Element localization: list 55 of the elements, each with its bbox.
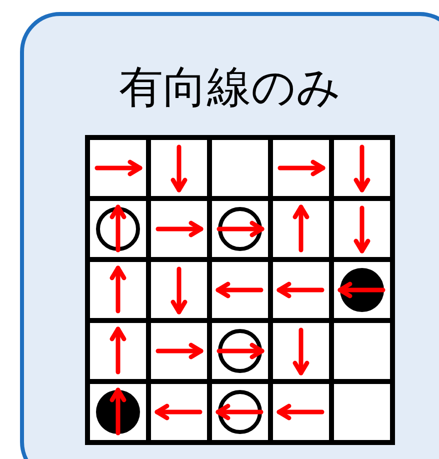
arrow [156, 222, 204, 236]
ring-marker [96, 207, 140, 251]
arrow [111, 265, 125, 313]
arrow [276, 283, 324, 297]
grid-cell [151, 384, 207, 440]
arrow [95, 161, 143, 175]
grid-cell [212, 323, 268, 379]
arrow [215, 283, 263, 297]
arrow [217, 222, 265, 236]
grid-cell [151, 201, 207, 257]
grid-cell [212, 140, 268, 196]
ring-marker [218, 390, 262, 434]
grid-cell [273, 323, 329, 379]
grid-cell [273, 140, 329, 196]
grid-cell [151, 323, 207, 379]
grid-cell [90, 262, 146, 318]
arrow [172, 267, 186, 315]
arrow [276, 405, 324, 419]
arrow [355, 206, 369, 254]
grid-cell [151, 262, 207, 318]
arrow [154, 405, 202, 419]
grid-cell [334, 140, 390, 196]
arrow [172, 145, 186, 193]
arrow [294, 328, 308, 376]
grid-cell [334, 201, 390, 257]
grid-cell [212, 384, 268, 440]
arrow [337, 283, 385, 297]
filled-dot [340, 268, 384, 312]
grid-cell [212, 262, 268, 318]
grid-cell [151, 140, 207, 196]
grid-cell [90, 323, 146, 379]
arrow [217, 344, 265, 358]
grid-cell [212, 201, 268, 257]
arrow [111, 387, 125, 435]
arrow [294, 204, 308, 252]
arrow [355, 145, 369, 193]
panel-title: 有向線のみ [118, 61, 342, 115]
filled-dot [96, 390, 140, 434]
grid-cell [334, 323, 390, 379]
grid-cell [334, 262, 390, 318]
arrow [215, 405, 263, 419]
grid-cell [334, 384, 390, 440]
grid-cell [273, 384, 329, 440]
grid-cell [273, 201, 329, 257]
arrow [278, 161, 326, 175]
arrow [111, 204, 125, 252]
arrow [156, 344, 204, 358]
arrow [111, 326, 125, 374]
rounded-panel [20, 12, 439, 459]
grid-cell [90, 384, 146, 440]
grid-cell [273, 262, 329, 318]
grid-cell [90, 201, 146, 257]
ring-marker [218, 207, 262, 251]
grid-cell [90, 140, 146, 196]
ring-marker [218, 329, 262, 373]
